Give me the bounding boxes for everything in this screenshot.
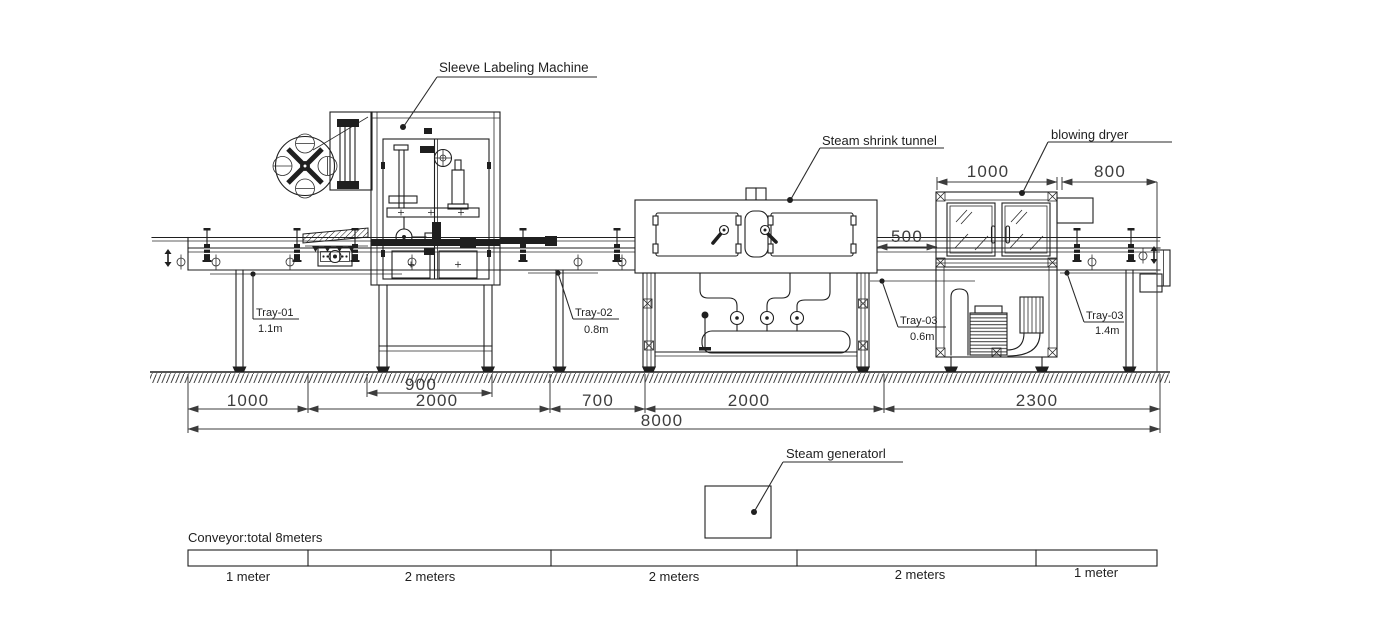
steam-tunnel-label: Steam shrink tunnel: [822, 133, 937, 148]
tray-01-name: Tray-01: [256, 307, 294, 319]
dim-8000: 8000: [641, 411, 684, 430]
sleeve-labeler-label: Sleeve Labeling Machine: [439, 60, 589, 75]
dim-500: 500: [891, 227, 923, 246]
tray-03-right-name: Tray-03: [1086, 310, 1124, 322]
dim-700: 700: [582, 391, 614, 410]
dimension-gap-500: 500: [876, 227, 938, 251]
dim-1000: 1000: [227, 391, 270, 410]
conveyor-schematic: Conveyor:total 8meters 1 meter 2 meters …: [187, 530, 1158, 584]
tray-label-03-left: Tray-03 0.6m: [870, 278, 975, 343]
tray-label-03-right: Tray-03 1.4m: [1060, 270, 1156, 337]
steam-generator-label: Steam generatorl: [786, 446, 886, 461]
dimension-chain: 900 1000 2000 700 2000 2300 8000: [187, 374, 1161, 433]
control-box: [317, 246, 353, 267]
dimension-dryer-outfeed: 800: [1061, 162, 1158, 372]
tray-label-01: Tray-01 1.1m: [210, 271, 402, 335]
label-sleeve-labeler: Sleeve Labeling Machine: [400, 60, 597, 130]
blower-unit: [944, 288, 1049, 372]
segment-2-label: 2 meters: [405, 569, 456, 584]
glass-hatch-icon: [954, 209, 1044, 251]
leader-dot: [1019, 190, 1025, 196]
dim-800: 800: [1094, 162, 1126, 181]
labeler-legs: [376, 284, 495, 372]
blowing-dryer-label: blowing dryer: [1051, 127, 1129, 142]
labeler-mechanism: [371, 128, 557, 279]
leader-dot: [400, 124, 406, 130]
tray-02-length: 0.8m: [584, 324, 608, 336]
conveyor-leg: [232, 269, 1137, 372]
label-reel: [272, 116, 369, 199]
steam-shrink-tunnel: [634, 187, 878, 372]
tray-02-name: Tray-02: [575, 307, 613, 319]
tray-03-left-name: Tray-03: [900, 315, 938, 327]
steam-generator: Steam generatorl: [704, 446, 903, 539]
dryer-glass-doors: [946, 202, 1051, 257]
dim-2000-b: 2000: [728, 391, 771, 410]
segment-3-label: 2 meters: [649, 569, 700, 584]
sleeve-labeling-machine: [272, 111, 557, 372]
labeler-cabinet: [370, 111, 501, 286]
height-adjust-icon: [163, 248, 186, 270]
ground: [150, 371, 1170, 383]
conveyor-end-cap: [1138, 245, 1171, 293]
dryer-side-duct: [1056, 197, 1094, 224]
dim-2000-a: 2000: [416, 391, 459, 410]
dim-1000-top: 1000: [967, 162, 1010, 181]
dimension-dryer-width: 1000: [936, 162, 1058, 190]
segment-4-label: 2 meters: [895, 567, 946, 582]
dim-2300: 2300: [1016, 391, 1059, 410]
tunnel-doors: [652, 210, 857, 258]
tray-label-02: Tray-02 0.8m: [528, 270, 619, 336]
film-roller-bank: [329, 111, 373, 191]
conveyor-note: Conveyor:total 8meters: [188, 530, 323, 545]
label-steam-tunnel: Steam shrink tunnel: [787, 133, 944, 203]
steam-manifold: [699, 272, 851, 354]
label-blowing-dryer: blowing dryer: [1019, 127, 1172, 196]
segment-5-label: 1 meter: [1074, 565, 1119, 580]
dim-900: 900: [405, 375, 437, 394]
tunnel-legs: [642, 272, 870, 372]
segment-1-label: 1 meter: [226, 569, 271, 584]
blowing-dryer: [935, 191, 1094, 372]
tray-03-right-length: 1.4m: [1095, 325, 1119, 337]
tray-01-length: 1.1m: [258, 323, 282, 335]
leader-dot: [787, 197, 793, 203]
tray-03-left-length: 0.6m: [910, 331, 934, 343]
